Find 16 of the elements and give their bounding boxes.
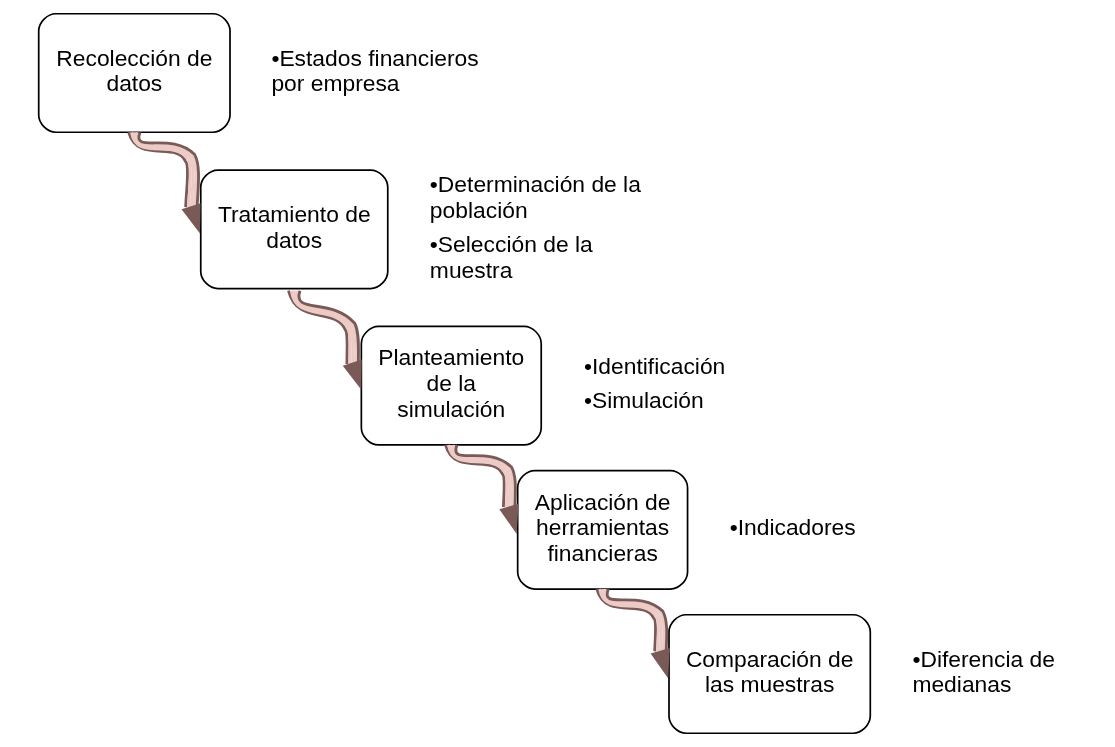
- arrow: [595, 588, 670, 679]
- node-label: •Estados financieros por empresa: [270, 44, 479, 97]
- node-box: Tratamiento de datos: [199, 169, 389, 290]
- arrow: [443, 444, 518, 534]
- node-label: •Simulación: [583, 387, 704, 414]
- node-label: •Selección de la muestra: [429, 230, 593, 283]
- node-box: Recolección de datos: [37, 12, 231, 134]
- arrow: [286, 290, 362, 390]
- node-label: •Determinación de la población: [429, 170, 641, 223]
- node-box: Planteamiento de la simulación: [360, 325, 542, 446]
- node-label: •Identificación: [583, 352, 725, 379]
- node-box: Aplicación de herramientas financieras: [516, 469, 688, 590]
- node-box: Comparación de las muestras: [667, 613, 871, 735]
- node-label: •Diferencia de medianas: [911, 645, 1055, 698]
- node-label: •Indicadores: [729, 514, 856, 541]
- arrow: [126, 131, 201, 234]
